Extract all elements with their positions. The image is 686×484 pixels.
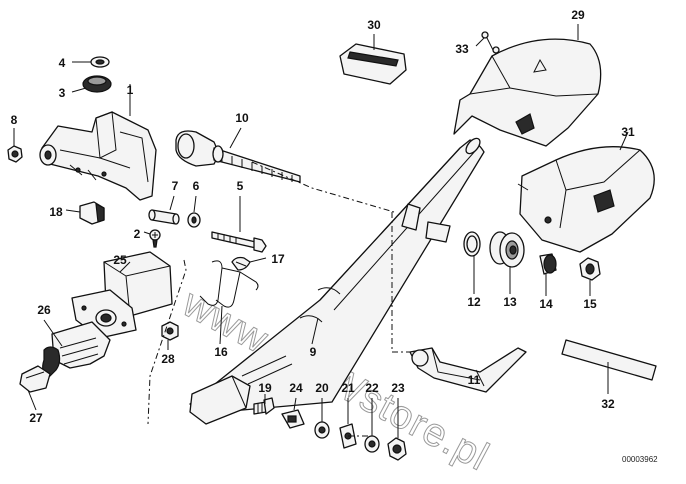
part-31-lower-shroud [517,146,655,253]
label-18: 18 [49,205,63,219]
part-15-nut [579,257,601,281]
part-27-cap [19,365,51,393]
label-2: 2 [134,227,141,241]
part-7-sleeve [148,209,180,225]
part-23-nut [387,437,407,461]
label-16: 16 [214,345,228,359]
label-21: 21 [341,381,355,395]
part-11-lever [409,347,527,393]
drawing-code: 00003962 [622,455,658,464]
part-12-ring [463,231,481,257]
part-16-spring [199,260,259,308]
part-20-washer [314,421,330,439]
dashed-guide-top [251,161,395,213]
label-6: 6 [193,179,200,193]
part-26-boot [42,321,111,379]
part-22-washer [364,435,380,453]
part-1-bracket [39,111,157,201]
part-24-clip [281,409,305,429]
label-3: 3 [59,86,66,100]
label-28: 28 [161,352,175,366]
dashed-guide-left [147,259,187,425]
label-33: 33 [455,42,469,56]
part-18-clip [79,201,105,225]
label-29: 29 [571,8,585,22]
part-2-screw [149,229,161,248]
callout-labels: 1 2 3 4 5 6 7 8 9 10 11 12 13 14 15 16 1… [11,8,635,425]
part-9-column-tube [189,137,485,425]
dashed-guide-right [391,212,410,353]
label-27: 27 [29,411,43,425]
part-30-cover [339,43,407,85]
part-4-washer [90,56,110,68]
part-6-washer [187,212,201,228]
part-13-bearing [489,231,525,268]
part-5-bolt [211,231,267,253]
label-26: 26 [37,303,51,317]
label-11: 11 [468,373,481,387]
label-7: 7 [172,179,179,193]
label-23: 23 [391,381,405,395]
label-4: 4 [59,56,66,70]
label-31: 31 [621,125,635,139]
label-1: 1 [127,83,134,97]
part-19-screw [253,397,275,415]
label-20: 20 [315,381,329,395]
part-28-nut [161,321,179,341]
part-33-screw [481,31,500,54]
label-10: 10 [235,111,249,125]
part-14-bushing [539,253,557,275]
label-9: 9 [310,345,317,359]
label-12: 12 [467,295,481,309]
part-3-grommet [82,75,112,93]
part-32-strip [561,339,657,381]
part-17-clip [231,256,251,271]
label-8: 8 [11,113,18,127]
label-24: 24 [289,381,303,395]
label-32: 32 [601,397,615,411]
label-19: 19 [258,381,272,395]
label-22: 22 [365,381,379,395]
label-14: 14 [539,297,553,311]
label-25: 25 [113,253,127,267]
label-30: 30 [367,18,381,32]
label-17: 17 [271,252,285,266]
label-5: 5 [237,179,244,193]
leader-lines [13,24,629,438]
label-13: 13 [503,295,517,309]
part-29-upper-shroud [453,38,602,147]
label-15: 15 [583,297,597,311]
part-8-nut [7,145,23,163]
